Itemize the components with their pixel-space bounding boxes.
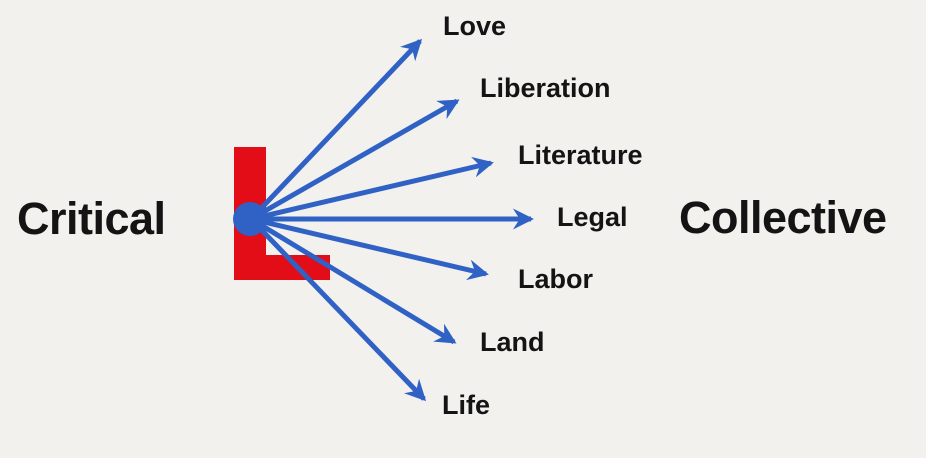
arrow-life	[249, 217, 427, 402]
arrow-love	[249, 38, 423, 221]
spoke-label-literature: Literature	[518, 140, 643, 170]
spoke-label-land: Land	[480, 327, 545, 357]
spoke-label-labor: Labor	[518, 264, 594, 294]
arrow-labor	[250, 216, 489, 281]
arrow-land	[249, 216, 457, 345]
spoke-label-life: Life	[442, 390, 491, 420]
spoke-label-legal: Legal	[557, 202, 628, 232]
arrow-literature	[250, 156, 494, 222]
spoke-label-love: Love	[443, 11, 507, 41]
letter-l-logo	[234, 147, 330, 280]
arrow-liberation	[249, 98, 460, 222]
hub-dot-icon	[233, 202, 267, 236]
spoke-arrows	[249, 38, 534, 402]
title-critical: Critical	[17, 193, 166, 244]
spoke-label-liberation: Liberation	[480, 73, 611, 103]
title-collective: Collective	[679, 192, 887, 243]
